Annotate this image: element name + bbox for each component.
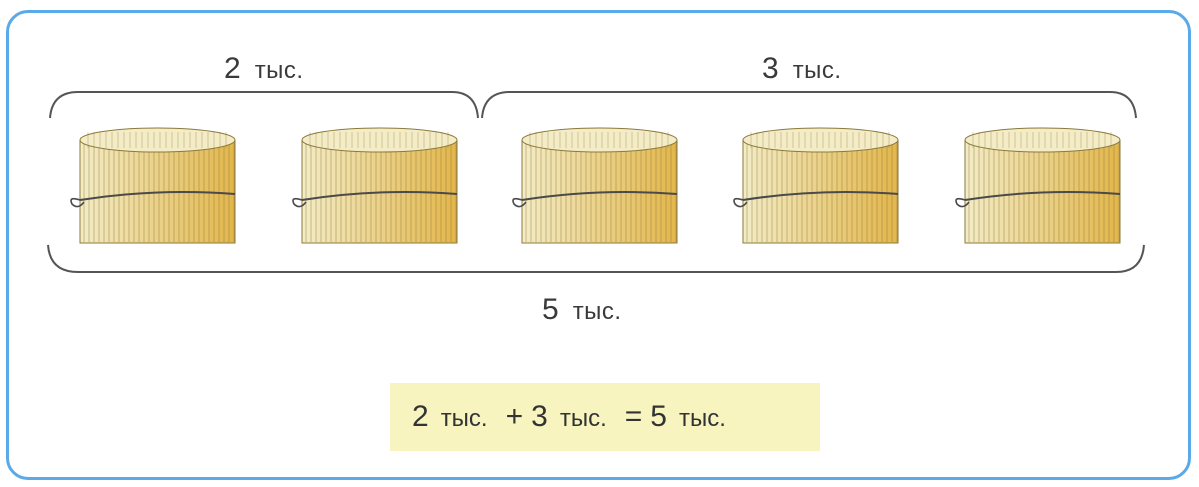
- eq-b-number: 3: [531, 400, 548, 433]
- group-total-number: 5: [542, 293, 559, 326]
- group-right-unit: тыс.: [792, 57, 842, 84]
- eq-plus-sign: +: [505, 400, 524, 433]
- stick-bundle-5: [955, 127, 1121, 244]
- stick-bundle-2: [292, 127, 458, 244]
- stick-bundle-4: [733, 127, 899, 244]
- eq-equals-sign: =: [624, 400, 643, 433]
- group-left-label: 2 тыс.: [224, 52, 304, 86]
- stick-bundle-1: [70, 127, 236, 244]
- eq-a-number: 2: [412, 400, 429, 433]
- equation-box: 2 тыс. +3 тыс. =5 тыс.: [390, 383, 820, 451]
- bracket-top-left: [49, 91, 479, 119]
- equation-line: 2 тыс. +3 тыс. =5 тыс.: [412, 400, 736, 434]
- eq-a-unit: тыс.: [440, 405, 488, 432]
- stick-bundle-3: [512, 127, 678, 244]
- group-total-unit: тыс.: [572, 298, 622, 325]
- group-left-unit: тыс.: [254, 57, 304, 84]
- bracket-top-right: [481, 91, 1137, 119]
- bracket-bottom-total: [47, 244, 1145, 273]
- group-total-label: 5 тыс.: [542, 293, 622, 327]
- eq-c-unit: тыс.: [678, 405, 726, 432]
- eq-b-unit: тыс.: [559, 405, 607, 432]
- eq-c-number: 5: [650, 400, 667, 433]
- group-right-label: 3 тыс.: [762, 52, 842, 86]
- group-left-number: 2: [224, 52, 241, 85]
- group-right-number: 3: [762, 52, 779, 85]
